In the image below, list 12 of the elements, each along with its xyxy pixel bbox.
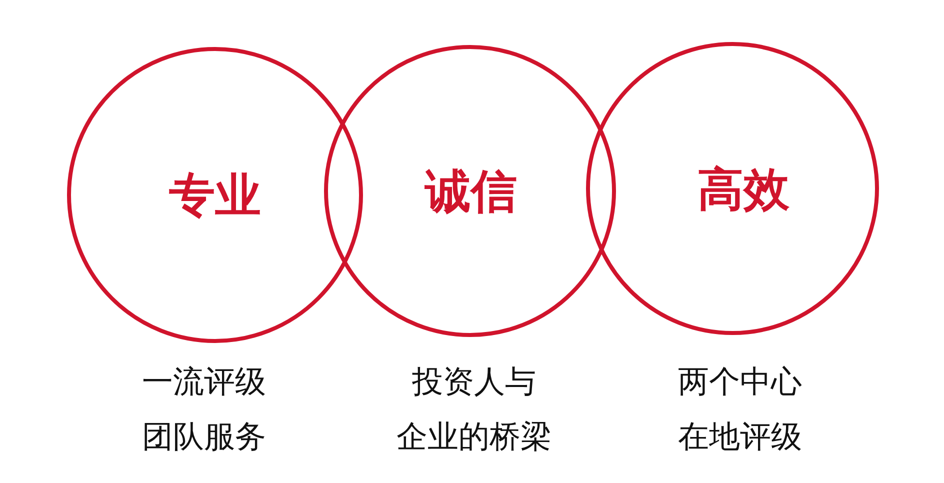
circle-title: 诚信 xyxy=(425,165,517,217)
circle-node xyxy=(586,42,879,335)
caption-text: 一流评级 xyxy=(142,364,266,400)
caption-text: 团队服务 xyxy=(142,419,266,455)
caption-text: 企业的桥梁 xyxy=(396,419,552,455)
circle-title: 高效 xyxy=(698,162,790,214)
caption-text: 两个中心 xyxy=(678,364,802,400)
caption-text: 投资人与 xyxy=(412,364,536,400)
circle-title: 专业 xyxy=(169,169,261,221)
caption-text: 在地评级 xyxy=(678,419,802,455)
circle-node xyxy=(324,45,616,337)
circle-node xyxy=(67,47,363,343)
